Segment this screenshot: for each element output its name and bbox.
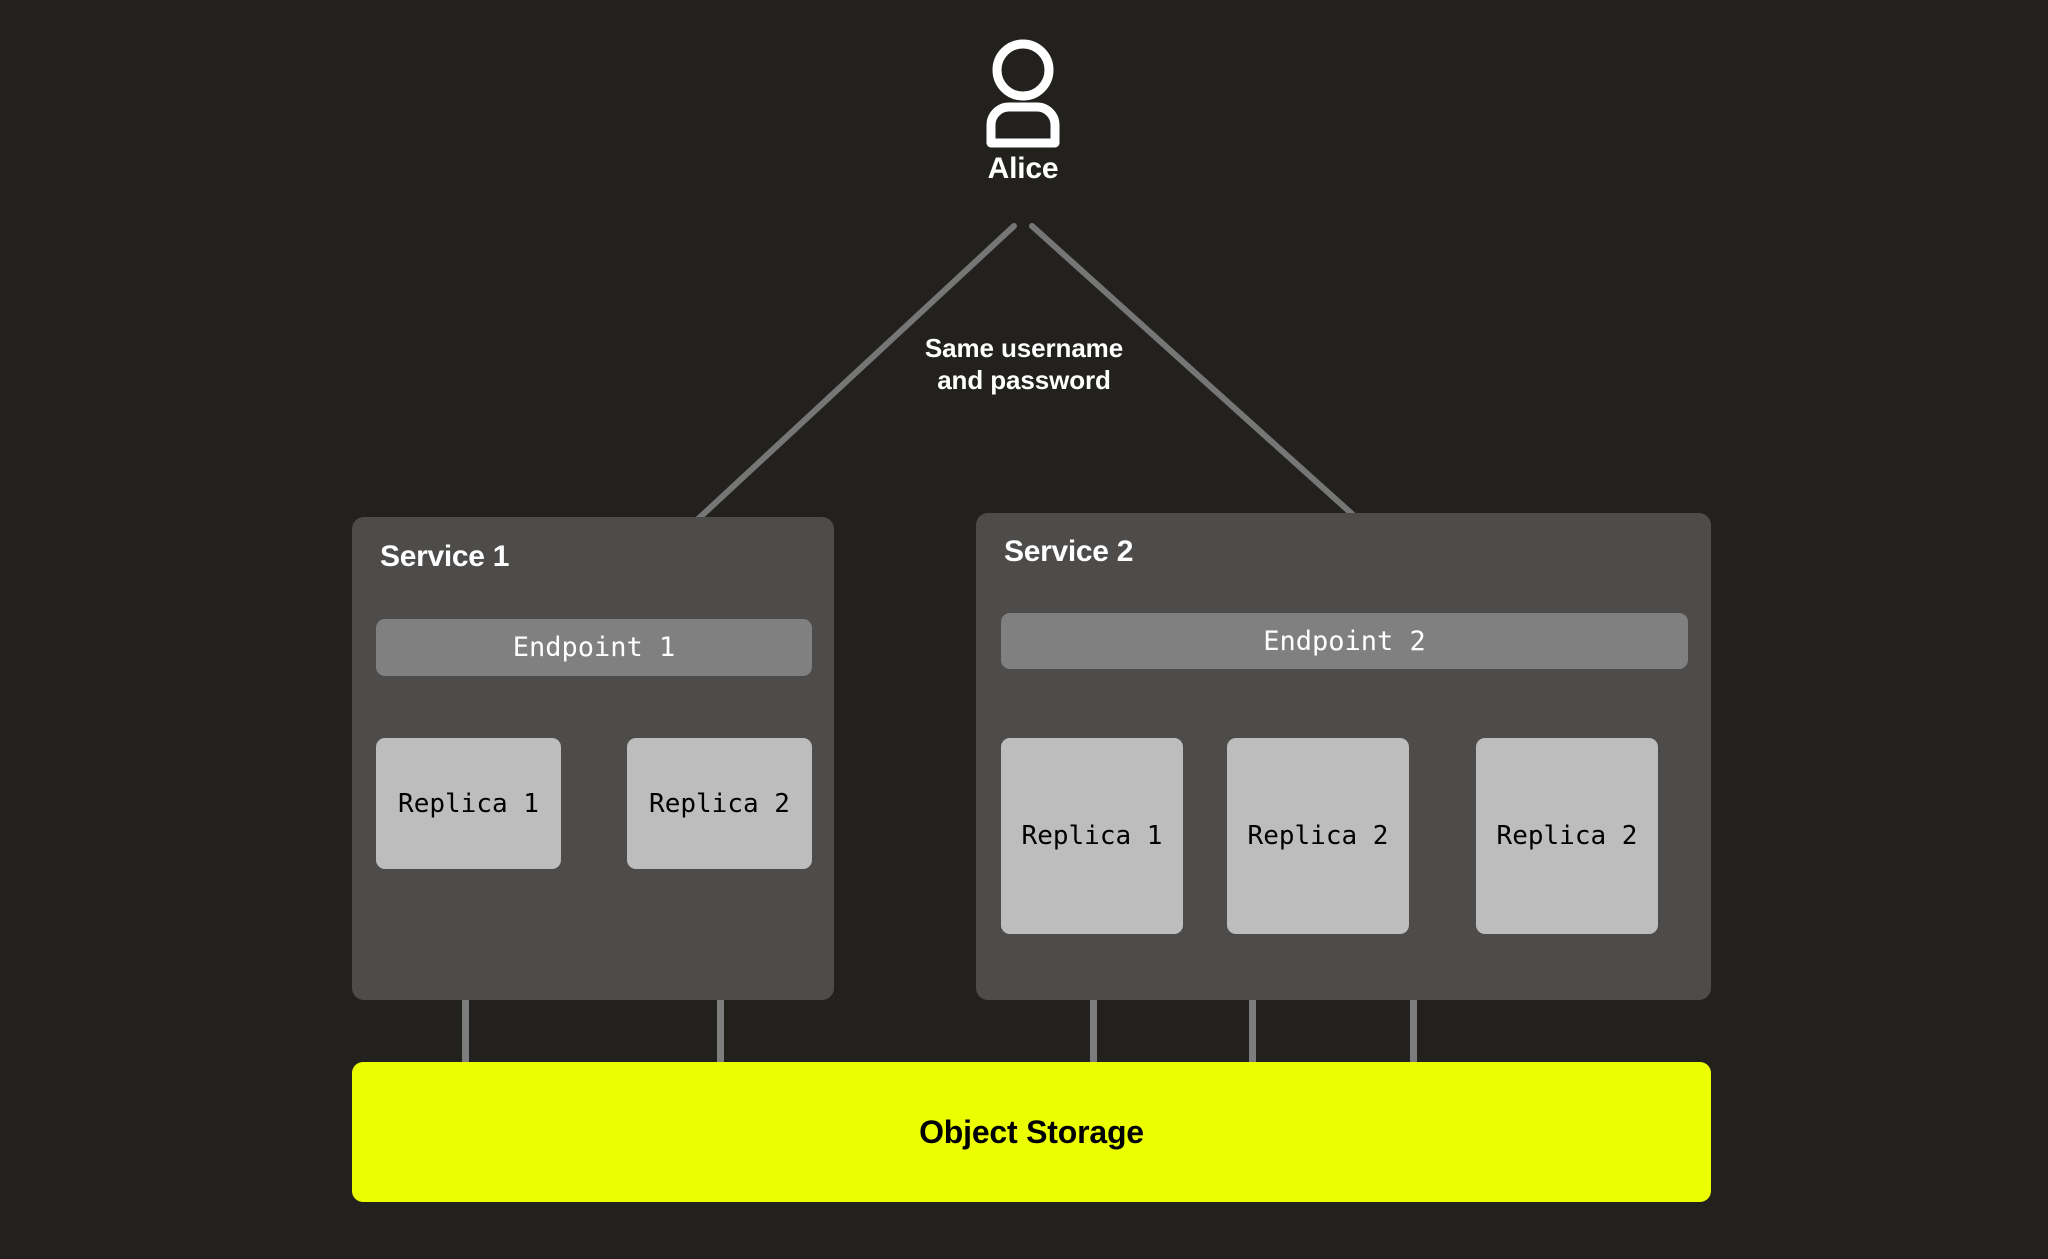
endpoint-2-label: Endpoint 2 — [1263, 625, 1426, 657]
arrow-caption: Same username and password — [824, 333, 1224, 396]
endpoint-2[interactable]: Endpoint 2 — [1001, 613, 1688, 669]
actor-label: Alice — [987, 152, 1059, 185]
service-1-title: Service 1 — [380, 540, 510, 573]
arrow-caption-line-1: Same username — [924, 333, 1124, 363]
service-1-replica-2-label: Replica 2 — [649, 788, 790, 819]
service-2-replica-3[interactable]: Replica 2 — [1476, 738, 1658, 934]
endpoint-1-label: Endpoint 1 — [512, 632, 676, 663]
endpoint-1[interactable]: Endpoint 1 — [376, 619, 812, 676]
object-storage-label: Object Storage — [919, 1113, 1144, 1150]
service-2-title: Service 2 — [1004, 535, 1134, 568]
service-2-replica-1-label: Replica 1 — [1021, 821, 1163, 851]
object-storage-bar[interactable]: Object Storage — [352, 1062, 1711, 1202]
service-2-replica-2-label: Replica 2 — [1247, 821, 1389, 851]
service-1-replica-1[interactable]: Replica 1 — [376, 738, 561, 869]
actor-alice: Alice — [941, 30, 1105, 200]
service-1-replica-2[interactable]: Replica 2 — [627, 738, 812, 869]
service-1-replica-1-label: Replica 1 — [398, 788, 539, 819]
arrow-caption-line-2: and password — [937, 364, 1111, 395]
service-2-replica-3-label: Replica 2 — [1496, 821, 1638, 851]
service-panel-1[interactable]: Service 1 Endpoint 1 Replica 1 Replica 2 — [352, 517, 834, 1000]
service-panel-2[interactable]: Service 2 Endpoint 2 Replica 1 Replica 2… — [976, 513, 1711, 1000]
service-2-replica-1[interactable]: Replica 1 — [1001, 738, 1183, 934]
service-2-replica-2[interactable]: Replica 2 — [1227, 738, 1409, 934]
user-icon — [986, 39, 1060, 148]
